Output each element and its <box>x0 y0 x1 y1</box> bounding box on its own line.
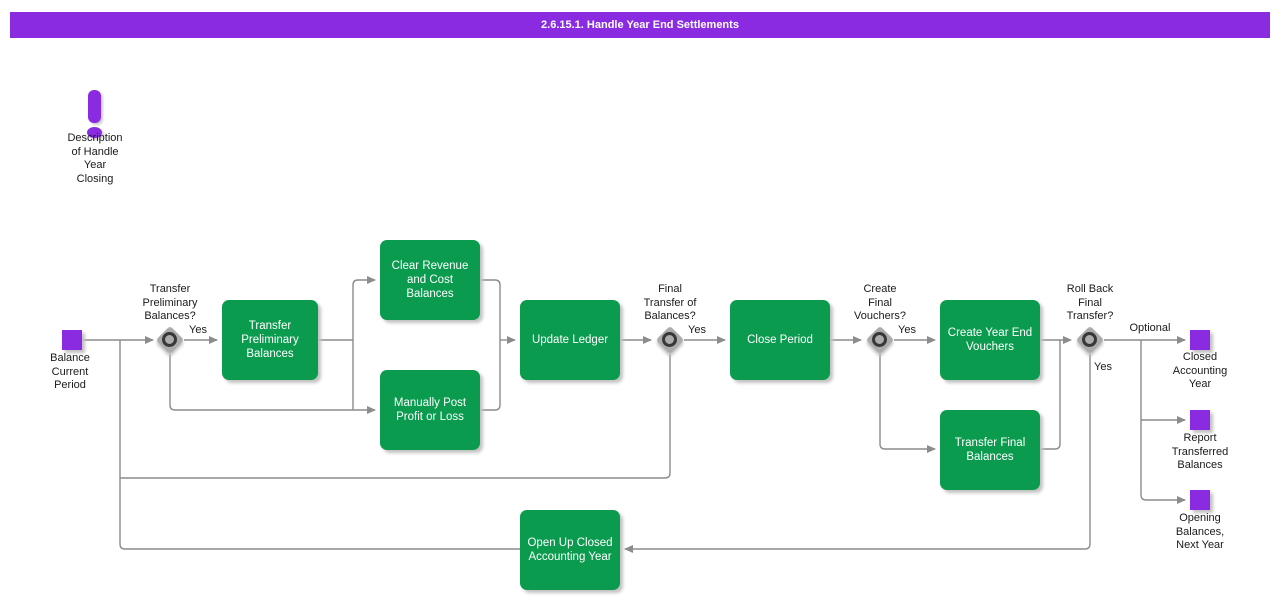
description-note-label: Description of Handle Year Closing <box>67 132 123 185</box>
activity-create-year-end-vouchers[interactable]: Create Year End Vouchers <box>940 300 1040 380</box>
gateway-ring-icon <box>1082 332 1097 347</box>
activity-transfer-final-balances[interactable]: Transfer Final Balances <box>940 410 1040 490</box>
activity-clear-revenue-and-cost-balances[interactable]: Clear Revenue and Cost Balances <box>380 240 480 320</box>
gateway-transfer-preliminary-yes-label: Yes <box>189 324 207 336</box>
gateway-roll-back-optional-label: Optional <box>1129 322 1171 334</box>
gateway-ring-icon <box>872 332 887 347</box>
connector-gateway3-to-transfer-final <box>879 354 936 453</box>
event-closed-accounting-year-label: Closed Accounting Year <box>1172 351 1228 390</box>
connector-branch-to-opening-balances <box>1140 340 1186 504</box>
event-opening-balances-next-year[interactable] <box>1190 490 1210 510</box>
activity-update-ledger[interactable]: Update Ledger <box>520 300 620 380</box>
gateway-final-transfer-yes-label: Yes <box>688 324 706 336</box>
activity-close-period[interactable]: Close Period <box>730 300 830 380</box>
event-report-transferred-balances-label: Report Transferred Balances <box>1171 432 1229 471</box>
connector-gateway1-no-to-manual-post <box>169 354 376 414</box>
activity-transfer-preliminary-balances[interactable]: Transfer Preliminary Balances <box>222 300 318 380</box>
event-balance-current-period[interactable] <box>62 330 82 350</box>
event-balance-current-period-label: Balance Current Period <box>50 352 90 391</box>
connector-gateway2-no-feedback <box>120 354 671 479</box>
event-opening-balances-next-year-label: Opening Balances, Next Year <box>1175 512 1225 551</box>
page-title: 2.6.15.1. Handle Year End Settlements <box>10 12 1270 38</box>
exclamation-icon[interactable] <box>88 90 101 123</box>
activity-open-up-closed-accounting-year[interactable]: Open Up Closed Accounting Year <box>520 510 620 590</box>
event-report-transferred-balances[interactable] <box>1190 410 1210 430</box>
gateway-create-final-vouchers-question: Create Final Vouchers? <box>854 283 906 322</box>
gateway-transfer-preliminary-question: Transfer Preliminary Balances? <box>142 283 198 322</box>
gateway-ring-icon <box>162 332 177 347</box>
activity-manually-post-profit-or-loss[interactable]: Manually Post Profit or Loss <box>380 370 480 450</box>
connector-clear-revenue-to-merge <box>480 279 501 340</box>
connector-transfer-final-merge <box>1040 340 1061 450</box>
exclamation-icon-dot[interactable] <box>87 127 102 138</box>
gateway-ring-icon <box>662 332 677 347</box>
connector-manual-post-to-merge <box>480 340 501 411</box>
connector-gateway4-yes-to-open-up <box>624 354 1091 553</box>
gateway-roll-back-question: Roll Back Final Transfer? <box>1066 283 1114 322</box>
connector-return-trunk <box>119 340 520 550</box>
gateway-roll-back-yes-label: Yes <box>1094 361 1112 373</box>
gateway-create-final-vouchers-yes-label: Yes <box>898 324 916 336</box>
gateway-final-transfer-question: Final Transfer of Balances? <box>643 283 697 322</box>
event-closed-accounting-year[interactable] <box>1190 330 1210 350</box>
connector-split-to-clear-revenue <box>352 276 376 340</box>
